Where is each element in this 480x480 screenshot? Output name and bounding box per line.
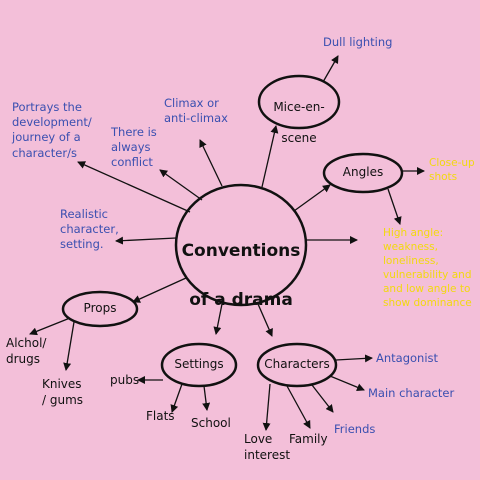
center-title-line1: Conventions <box>181 240 301 261</box>
center-title: Conventions of a drama <box>181 214 301 337</box>
center-node-ellipse <box>174 183 308 307</box>
settings-node: Settings <box>174 357 224 371</box>
mise-en-scene-node-ellipse <box>257 74 341 130</box>
characters-node: Characters <box>264 357 330 371</box>
arrow-characters-to-family <box>286 385 311 429</box>
arrow-center-to-mise <box>261 125 279 188</box>
mise-en-scene-node: Mice-en- scene <box>262 84 336 163</box>
arrow-center-to-props <box>132 277 187 303</box>
arrow-angles-to-high-angle <box>387 188 402 225</box>
antagonist-label: Antagonist <box>376 351 439 365</box>
props-node-ellipse <box>61 290 139 328</box>
climax-label: Climax or anti-climax <box>164 96 228 126</box>
alcohol-label: Alchol/ drugs <box>6 336 47 366</box>
close-up-label: Close-up shots <box>429 157 475 183</box>
mise-en-scene-line2: scene <box>281 131 317 146</box>
pubs-label: pubs <box>110 373 140 387</box>
angles-node-ellipse <box>322 152 404 194</box>
realistic-label: Realistic character, setting. <box>60 207 119 252</box>
friends-label: Friends <box>334 422 376 436</box>
dull-lighting-label: Dull lighting <box>323 35 393 49</box>
settings-node-ellipse <box>160 342 238 388</box>
arrow-center-to-realistic <box>115 236 177 245</box>
arrow-props-to-alcohol <box>29 317 71 336</box>
arrow-center-to-portrays <box>77 161 191 213</box>
portrays-label: Portrays the development/ journey of a c… <box>12 100 92 160</box>
angles-node: Angles <box>342 165 384 179</box>
arrow-mise-to-dull-lighting <box>322 55 339 83</box>
arrows <box>29 55 425 431</box>
arrow-center-to-climax <box>199 139 223 187</box>
arrow-center-to-settings <box>213 303 223 335</box>
arrow-center-to-conflict <box>159 169 203 201</box>
arrow-settings-to-flats <box>170 383 183 413</box>
center-title-line2: of a drama <box>189 289 293 310</box>
arrow-settings-to-school <box>202 385 211 411</box>
props-node: Props <box>83 301 117 315</box>
arrow-characters-to-main <box>329 375 365 392</box>
arrow-characters-to-antagonist <box>335 354 373 363</box>
characters-node-ellipse <box>256 342 338 388</box>
arrow-center-to-angles <box>293 184 331 212</box>
family-label: Family <box>289 432 328 446</box>
arrow-characters-to-friends <box>311 384 334 413</box>
love-interest-label: Love interest <box>244 432 291 462</box>
arrow-characters-to-love <box>262 383 271 431</box>
arrow-props-to-knives <box>63 321 75 371</box>
mise-en-scene-line1: Mice-en- <box>273 99 325 114</box>
school-label: School <box>191 416 231 430</box>
high-angle-label: High angle: weakness, loneliness, vulner… <box>383 227 472 310</box>
knives-label: Knives / gums <box>42 377 84 407</box>
arrow-center-to-characters <box>257 303 273 337</box>
conflict-label: There is always conflict <box>111 125 157 170</box>
flats-label: Flats <box>146 409 175 423</box>
main-character-label: Main character <box>368 386 455 400</box>
